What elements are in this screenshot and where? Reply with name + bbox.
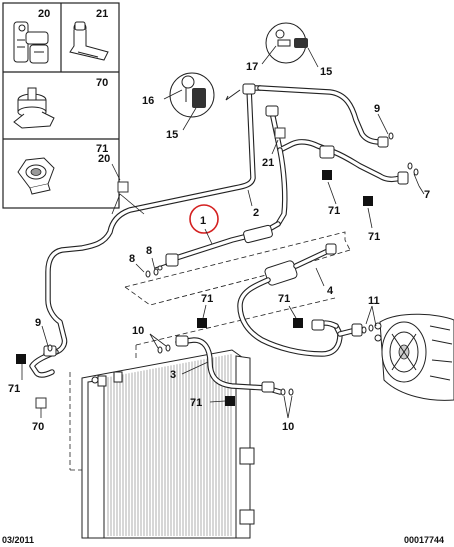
- inset-label-71: 71: [96, 143, 108, 155]
- callout-71-e: 71: [8, 383, 20, 395]
- nut-71-illustration: [17, 157, 55, 195]
- marker-71-f: [225, 396, 235, 406]
- compressor: [374, 313, 454, 401]
- date-code: 03/2011: [2, 535, 34, 545]
- callout-2: 2: [253, 207, 259, 219]
- marker-20-on-pipe: [117, 181, 129, 193]
- callout-1: 1: [200, 215, 206, 227]
- small-markers: [16, 127, 373, 409]
- callout-15-mid: 15: [166, 129, 178, 141]
- callout-10-bottom: 10: [282, 421, 294, 433]
- callout-3: 3: [170, 369, 176, 381]
- detail-circle-17: [265, 22, 308, 64]
- callout-17: 17: [246, 61, 258, 73]
- inset-label-20: 20: [38, 8, 50, 20]
- clip-21-illustration: [69, 21, 109, 61]
- callout-9-top: 9: [374, 103, 380, 115]
- marker-71-c: [293, 318, 303, 328]
- marker-70: [35, 397, 47, 409]
- reference-code: 00017744: [404, 535, 444, 545]
- marker-71-a: [322, 170, 332, 180]
- marker-71-d: [197, 318, 207, 328]
- clip-70-illustration: [13, 87, 55, 129]
- callout-11: 11: [368, 295, 380, 307]
- callout-71-f: 71: [190, 397, 202, 409]
- inset-label-70: 70: [96, 77, 108, 89]
- callout-7: 7: [424, 189, 430, 201]
- callout-4: 4: [327, 285, 334, 297]
- callout-16: 16: [142, 95, 154, 107]
- callout-8-right: 8: [146, 245, 152, 257]
- callout-9-left: 9: [35, 317, 41, 329]
- marker-21-on-pipe: [274, 127, 286, 139]
- callout-15-top: 15: [320, 66, 332, 78]
- highlight-circle-part-1: [189, 204, 219, 234]
- callout-8-left: 8: [129, 253, 135, 265]
- callout-71-c: 71: [278, 293, 290, 305]
- callout-71-a: 71: [328, 205, 340, 217]
- callout-70: 70: [32, 421, 44, 433]
- callout-21: 21: [262, 157, 274, 169]
- callout-20: 20: [98, 153, 110, 165]
- callout-71-d: 71: [201, 293, 213, 305]
- pipe-3: [175, 335, 283, 395]
- clip-20-illustration: [13, 21, 49, 64]
- inset-legend: 20 21 70 71: [2, 2, 120, 209]
- detail-circle-16: [169, 72, 215, 118]
- callout-10-top: 10: [132, 325, 144, 337]
- pipe-4: [237, 243, 363, 357]
- leader-lines: [21, 45, 425, 419]
- callout-71-b: 71: [368, 231, 380, 243]
- pipe-upper-right: [257, 85, 409, 227]
- inset-label-21: 21: [96, 8, 108, 20]
- marker-71-b: [363, 196, 373, 206]
- o-rings: [47, 132, 419, 396]
- condenser: [81, 349, 255, 539]
- marker-71-e: [16, 354, 26, 364]
- callout-labels: 17 15 16 15 9 21 7 71 71 20 2 1 8 8 4 71…: [8, 61, 430, 433]
- pipe-1: [154, 221, 281, 271]
